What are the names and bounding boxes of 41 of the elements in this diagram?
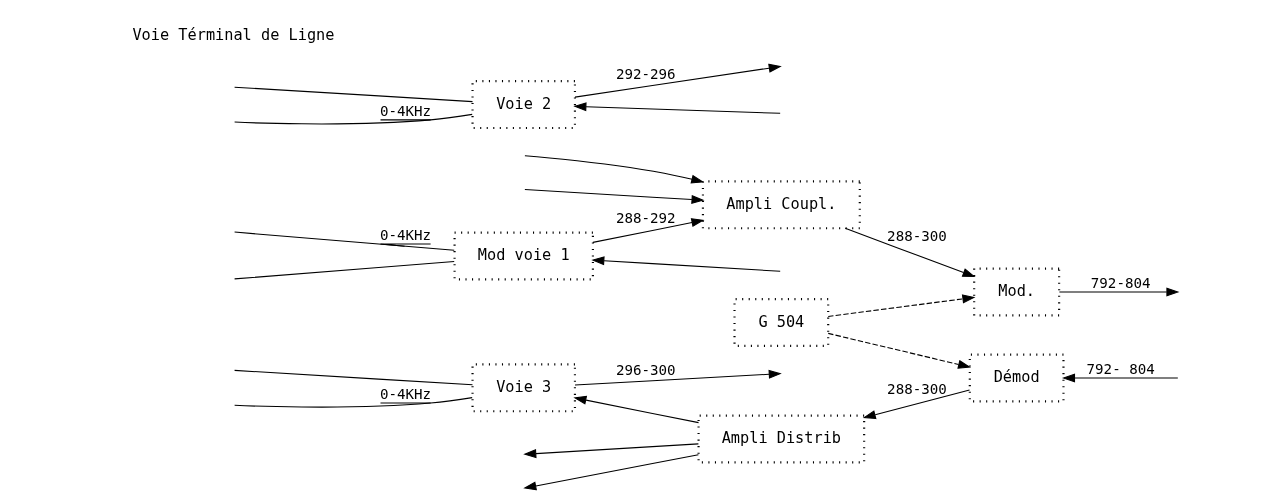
connector (233, 260, 455, 280)
arrow (522, 454, 699, 491)
node-box: Voie 3 (470, 363, 576, 413)
edge-label: 0-4KHz (379, 102, 431, 119)
arrow (827, 294, 975, 318)
arrow (522, 443, 699, 459)
edge-label: 296-300 (615, 362, 676, 379)
node-box: Mod. (972, 267, 1060, 317)
label: Voie Términal de Ligne (131, 26, 334, 45)
arrow (572, 395, 699, 424)
arrow (862, 389, 970, 420)
arrow (590, 256, 781, 272)
arrow (573, 369, 782, 386)
arrow (827, 332, 971, 369)
connector (233, 231, 455, 251)
edge-label: 792-804 (1090, 275, 1151, 292)
arrow (844, 227, 976, 277)
edge-label: 292-296 (615, 65, 676, 82)
connector (233, 113, 473, 125)
edge-label: 0-4KHz (379, 386, 431, 403)
node-box: Ampli Distrib (697, 414, 865, 464)
arrow (573, 63, 782, 98)
connector (233, 86, 473, 103)
arrow (1058, 287, 1179, 297)
connector (233, 369, 473, 386)
arrow (523, 155, 704, 184)
connector (233, 397, 473, 408)
node-box: Ampli Coupl. (701, 180, 861, 230)
edge-label: 288-300 (886, 228, 947, 245)
arrow (572, 102, 781, 114)
arrow (1061, 373, 1178, 383)
arrow (591, 218, 704, 243)
edge-label: 0-4KHz (379, 227, 431, 244)
node-box: G 504 (732, 297, 829, 347)
node-box: Démod (968, 353, 1065, 403)
node-box: Mod voie 1 (453, 231, 594, 281)
edge-label: 288-300 (886, 380, 947, 397)
edge-label: 792- 804 (1086, 361, 1155, 378)
edge-label: 288-292 (615, 209, 676, 226)
node-box: Voie 2 (470, 80, 576, 130)
arrow (523, 189, 705, 205)
